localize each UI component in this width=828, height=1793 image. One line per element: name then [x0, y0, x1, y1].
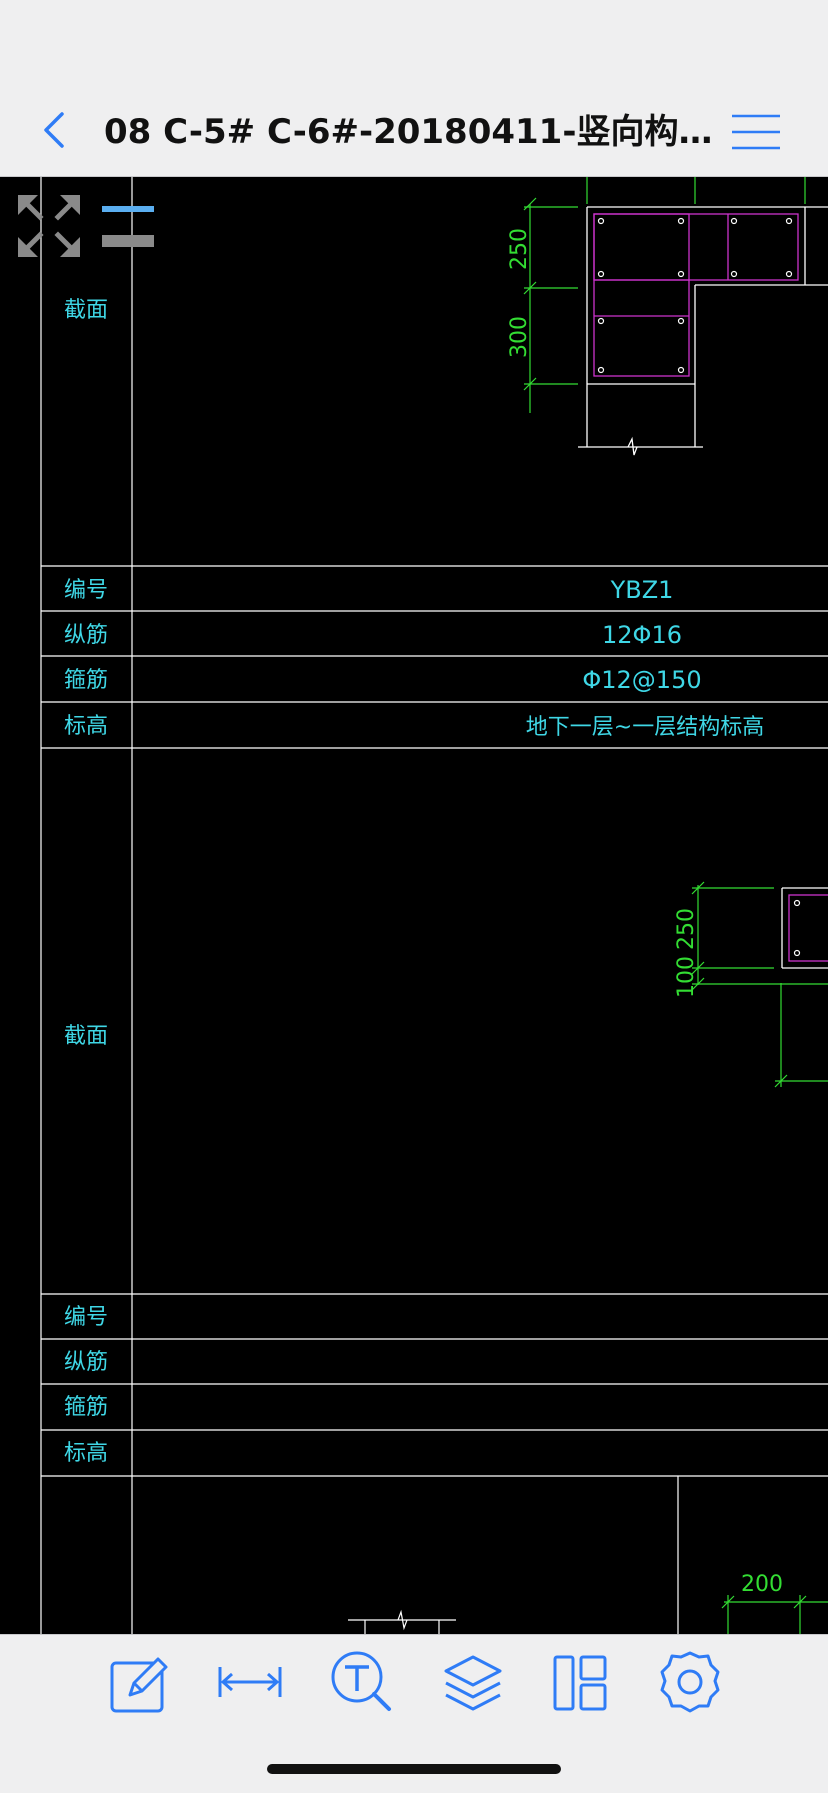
- dimension-250: 250: [674, 908, 699, 950]
- text-search-icon: [331, 1651, 391, 1711]
- row-label-elevation: 标高: [64, 1441, 108, 1466]
- home-indicator: [267, 1764, 561, 1774]
- expand-arrows-icon[interactable]: [18, 195, 80, 257]
- chevron-left-icon: [44, 112, 64, 148]
- drawing-canvas[interactable]: 截面 编号 纵筋 箍筋 标高 截面 编号 纵筋 箍筋 标高 YBZ1 12Φ16…: [0, 177, 828, 1634]
- measure-icon: [218, 1667, 282, 1697]
- back-button[interactable]: [36, 108, 76, 152]
- stirrup-value: Φ12@150: [582, 666, 701, 694]
- longitudinal-rebar-value: 12Φ16: [602, 621, 682, 649]
- layout-icon: [553, 1655, 607, 1711]
- menu-button[interactable]: [730, 112, 782, 152]
- row-label-number: 编号: [64, 578, 108, 603]
- measure-button[interactable]: [215, 1647, 285, 1717]
- hamburger-menu-icon: [732, 114, 780, 150]
- edit-button[interactable]: [104, 1647, 174, 1717]
- dimension-100: 100: [674, 956, 699, 998]
- text-search-button[interactable]: [327, 1647, 397, 1717]
- row-label-elevation: 标高: [64, 714, 108, 739]
- section-detail-3: 200: [348, 1572, 828, 1634]
- layers-icon: [444, 1655, 502, 1711]
- settings-button[interactable]: [655, 1647, 725, 1717]
- row-label-longitudinal: 纵筋: [64, 623, 108, 648]
- cad-drawing[interactable]: 截面 编号 纵筋 箍筋 标高 截面 编号 纵筋 箍筋 标高 YBZ1 12Φ16…: [0, 177, 828, 1634]
- dimension-200: 200: [741, 1572, 783, 1597]
- section-detail-1: 250 300: [507, 177, 828, 456]
- row-label-number: 编号: [64, 1305, 108, 1330]
- section-detail-2: 250 100: [674, 881, 828, 1088]
- row-label-stirrup: 箍筋: [64, 1395, 108, 1420]
- row-label-longitudinal: 纵筋: [64, 1350, 108, 1375]
- dimension-300: 300: [507, 316, 532, 358]
- row-label-stirrup: 箍筋: [64, 668, 108, 693]
- edit-pencil-icon: [110, 1657, 168, 1713]
- layers-button[interactable]: [438, 1647, 508, 1717]
- layer-bars-icon[interactable]: [102, 206, 154, 247]
- table-grid: [40, 177, 828, 1634]
- dimension-250: 250: [507, 228, 532, 270]
- layout-button[interactable]: [545, 1647, 615, 1717]
- settings-gear-icon: [660, 1651, 720, 1713]
- document-title: 08 C-5# C-6#-20180411-竖向构件...: [104, 112, 724, 152]
- elevation-value: 地下一层~一层结构标高: [526, 715, 764, 740]
- row-label-section: 截面: [64, 1024, 108, 1049]
- component-number-value: YBZ1: [610, 576, 674, 604]
- row-label-section: 截面: [64, 298, 108, 323]
- navigation-bar: 08 C-5# C-6#-20180411-竖向构件...: [0, 0, 828, 177]
